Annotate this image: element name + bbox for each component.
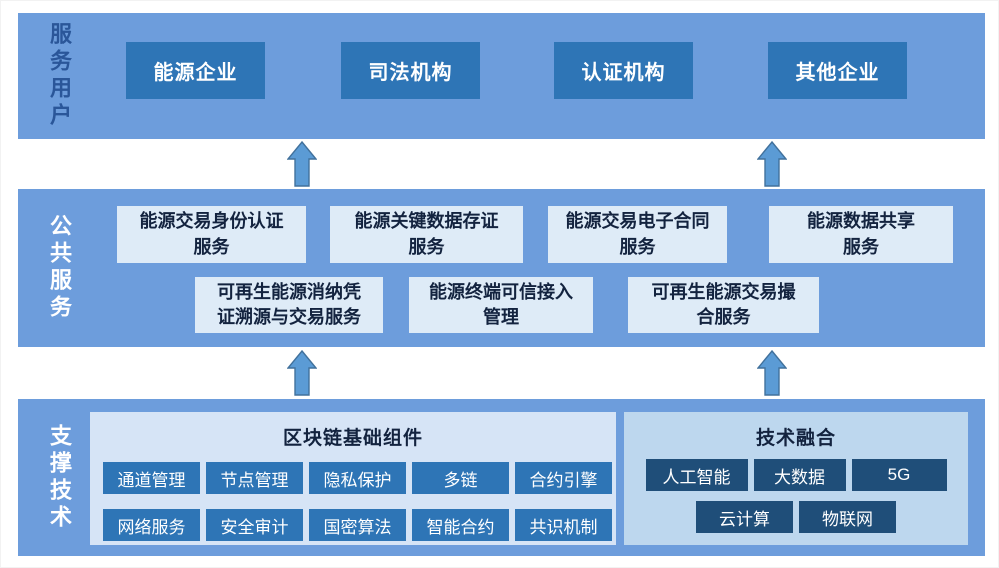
public-service-box: 能源数据共享 服务 xyxy=(769,206,953,263)
up-arrow-icon xyxy=(757,350,787,396)
blockchain-component-box: 网络服务 xyxy=(103,509,200,541)
service-user-box: 司法机构 xyxy=(341,42,480,99)
tech-fusion-panel-title: 技术融合 xyxy=(755,428,836,449)
band-supporting-tech: 支撑技术 区块链基础组件 通道管理节点管理隐私保护多链合约引擎 网络服务安全审计… xyxy=(18,399,985,556)
band-public-services: 公共服务 能源交易身份认证 服务能源关键数据存证 服务能源交易电子合同 服务能源… xyxy=(18,189,985,347)
up-arrow-icon xyxy=(757,141,787,187)
tech-fusion-box: 云计算 xyxy=(696,501,793,533)
blockchain-component-box: 通道管理 xyxy=(103,462,200,494)
public-service-box: 能源交易身份认证 服务 xyxy=(117,206,306,263)
tech-fusion-box: 5G xyxy=(851,459,947,491)
service-user-box: 其他企业 xyxy=(768,42,907,99)
blockchain-component-box: 智能合约 xyxy=(412,509,509,541)
public-service-box: 能源关键数据存证 服务 xyxy=(330,206,523,263)
service-user-box: 认证机构 xyxy=(554,42,693,99)
blockchain-component-box: 合约引擎 xyxy=(515,462,612,494)
blockchain-component-box: 安全审计 xyxy=(206,509,303,541)
up-arrow-icon xyxy=(287,141,317,187)
public-service-box: 可再生能源消纳凭 证溯源与交易服务 xyxy=(195,277,383,333)
band-label-supporting-tech: 支撑技术 xyxy=(47,423,72,532)
service-user-box: 能源企业 xyxy=(126,42,265,99)
public-service-box: 可再生能源交易撮 合服务 xyxy=(628,277,819,333)
public-service-box: 能源交易电子合同 服务 xyxy=(548,206,727,263)
tech-fusion-box: 人工智能 xyxy=(645,459,748,491)
blockchain-component-box: 隐私保护 xyxy=(309,462,406,494)
blockchain-component-box: 多链 xyxy=(412,462,509,494)
blockchain-component-box: 国密算法 xyxy=(309,509,406,541)
band-label-service-users: 服务用户 xyxy=(47,22,72,130)
band-label-public-services: 公共服务 xyxy=(47,214,72,322)
public-service-box: 能源终端可信接入 管理 xyxy=(409,277,593,333)
blockchain-components-panel: 区块链基础组件 通道管理节点管理隐私保护多链合约引擎 网络服务安全审计国密算法智… xyxy=(90,412,616,545)
blockchain-panel-title: 区块链基础组件 xyxy=(282,428,423,449)
blockchain-row-2: 网络服务安全审计国密算法智能合约共识机制 xyxy=(103,509,612,541)
up-arrow-icon xyxy=(287,350,317,396)
band-service-users: 服务用户 能源企业 司法机构 认证机构 其他企业 xyxy=(18,13,985,139)
tech-fusion-row-2: 云计算物联网 xyxy=(624,501,968,533)
tech-fusion-box: 大数据 xyxy=(753,459,846,491)
blockchain-component-box: 节点管理 xyxy=(206,462,303,494)
blockchain-row-1: 通道管理节点管理隐私保护多链合约引擎 xyxy=(103,462,612,494)
tech-fusion-box: 物联网 xyxy=(799,501,896,533)
blockchain-component-box: 共识机制 xyxy=(515,509,612,541)
